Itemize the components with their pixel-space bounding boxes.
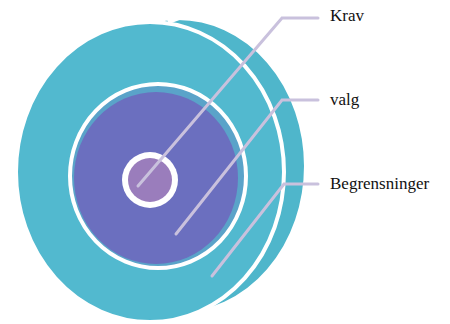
- inner-ring: [122, 152, 178, 208]
- middle-ring-border: [70, 84, 246, 268]
- callout-label: valg: [330, 91, 359, 110]
- inner-circle: [128, 158, 172, 202]
- leader-line: [138, 18, 318, 186]
- callout-label: Krav: [330, 7, 364, 26]
- callout-label: Begrensninger: [330, 175, 429, 194]
- leader-line: [212, 184, 318, 276]
- leader-line: [176, 100, 318, 234]
- disc-edge-mark: [168, 14, 190, 22]
- middle-circle: [74, 92, 238, 264]
